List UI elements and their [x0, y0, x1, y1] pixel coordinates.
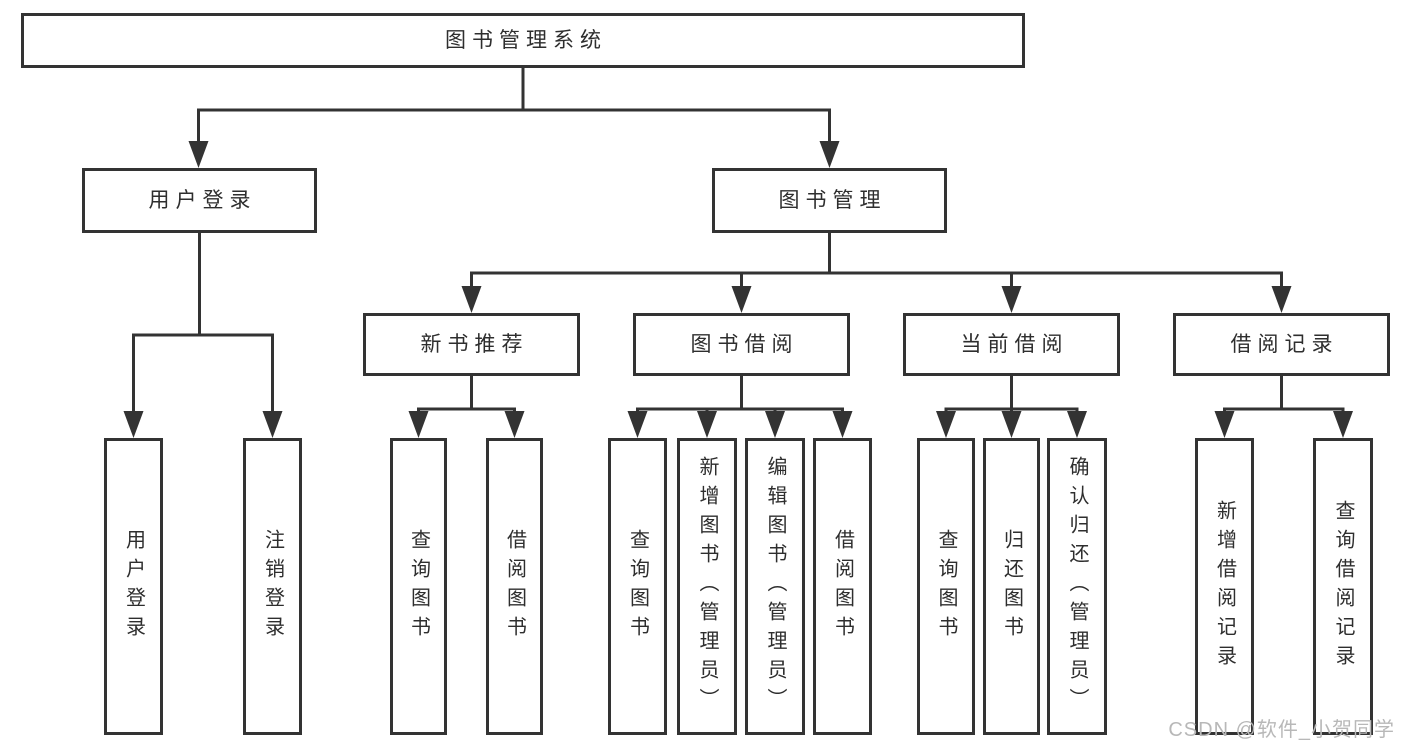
node-book-borrow: 图书借阅 — [633, 313, 850, 376]
leaf-borrow-book-recommend: 借阅图书 — [486, 438, 543, 735]
node-label: 图书管理系统 — [445, 29, 607, 52]
node-new-book-recommend: 新书推荐 — [363, 313, 580, 376]
node-label: 归还图书 — [1000, 528, 1023, 645]
leaf-query-book-current: 查询图书 — [917, 438, 975, 735]
leaf-add-book-admin: 新增图书（管理员） — [677, 438, 737, 735]
node-label: 新增图书（管理员） — [696, 456, 718, 717]
leaf-confirm-return-admin: 确认归还（管理员） — [1047, 438, 1107, 735]
node-user-login: 用户登录 — [82, 168, 317, 233]
node-label: 查询图书 — [935, 528, 957, 645]
node-label: 注销登录 — [261, 528, 284, 645]
connector-paths — [132, 68, 1345, 413]
node-label: 新增借阅记录 — [1213, 499, 1236, 674]
node-borrow-records: 借阅记录 — [1173, 313, 1390, 376]
node-label: 当前借阅 — [960, 333, 1069, 356]
leaf-edit-book-admin: 编辑图书（管理员） — [745, 438, 805, 735]
leaf-borrow-book: 借阅图书 — [813, 438, 872, 735]
leaf-return-book: 归还图书 — [983, 438, 1040, 735]
node-label: 借阅图书 — [831, 528, 854, 645]
node-label: 借阅记录 — [1230, 333, 1339, 356]
leaf-query-borrow-record: 查询借阅记录 — [1313, 438, 1373, 735]
node-label: 用户登录 — [148, 189, 257, 212]
leaf-query-book-borrow: 查询图书 — [608, 438, 667, 735]
node-label: 图书管理 — [778, 189, 887, 212]
node-label: 用户登录 — [122, 528, 145, 645]
arrowheads — [123, 141, 1353, 438]
node-label: 查询图书 — [407, 528, 430, 645]
node-label: 查询借阅记录 — [1332, 499, 1354, 674]
leaf-query-book-recommend: 查询图书 — [390, 438, 447, 735]
node-book-management: 图书管理 — [712, 168, 947, 233]
leaf-user-login: 用户登录 — [104, 438, 163, 735]
node-label: 确认归还（管理员） — [1066, 456, 1088, 717]
leaf-add-borrow-record: 新增借阅记录 — [1195, 438, 1254, 735]
node-label: 查询图书 — [626, 528, 649, 645]
csdn-watermark: CSDN @软件_小贺同学 — [1168, 719, 1395, 741]
node-label: 图书借阅 — [690, 333, 799, 356]
node-label: 新书推荐 — [420, 333, 529, 356]
node-current-borrow: 当前借阅 — [903, 313, 1120, 376]
node-label: 借阅图书 — [503, 528, 526, 645]
node-root-library-system: 图书管理系统 — [21, 13, 1025, 68]
node-label: 编辑图书（管理员） — [764, 456, 786, 717]
leaf-logout: 注销登录 — [243, 438, 302, 735]
